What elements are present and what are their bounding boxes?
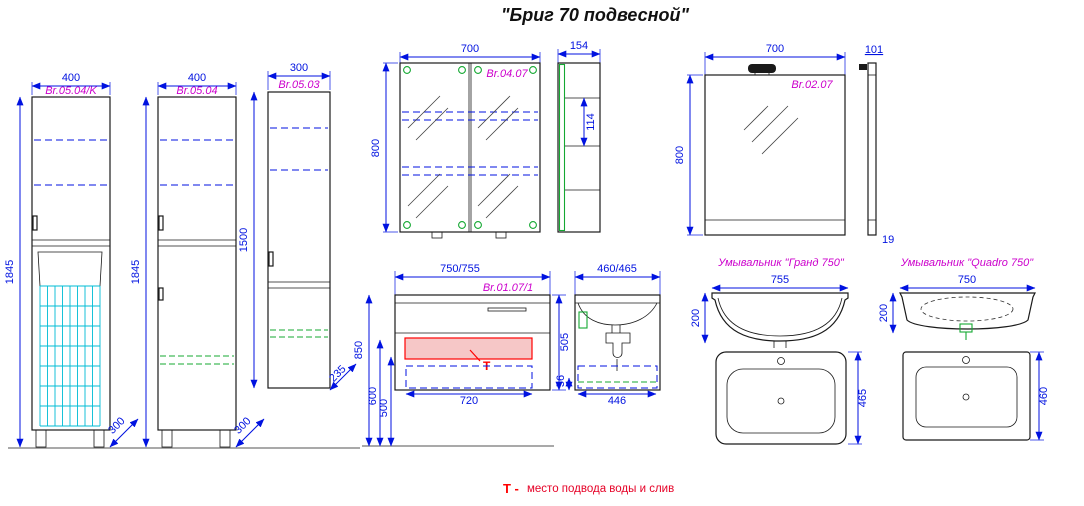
mirror-side: 101 19 bbox=[859, 44, 894, 246]
cab1-width-dim: 400 bbox=[62, 72, 80, 84]
faucet-hole bbox=[962, 356, 970, 364]
mirror-cabinet-label: Br.04.07 bbox=[486, 68, 528, 80]
basin-profile bbox=[577, 302, 658, 326]
vanity-handle bbox=[487, 307, 527, 312]
mirror-cabinet-foot-right bbox=[495, 231, 507, 239]
mirror-width-dim: 700 bbox=[766, 43, 784, 55]
sink-quadro-width-dim: 750 bbox=[958, 274, 976, 286]
sink-grand-height-dim: 200 bbox=[690, 309, 702, 327]
legend: Т - место подвода воды и слив bbox=[503, 481, 674, 496]
mirror-cabinet-side-width-dim: 154 bbox=[570, 40, 588, 52]
cab3-width-dim: 300 bbox=[290, 62, 308, 74]
cab1-leg-right bbox=[93, 429, 105, 448]
cab1-depth-dim: 300 bbox=[106, 415, 127, 436]
vanity-side-56-dim: 56 bbox=[555, 375, 567, 387]
drain-hole bbox=[962, 393, 970, 401]
hinge-dots bbox=[403, 66, 537, 229]
legend-text: место подвода воды и слив bbox=[527, 483, 674, 495]
sink-quadro: Умывальник "Quadro 750" 750 200 460 bbox=[878, 257, 1050, 441]
quadro-drain-fitting bbox=[959, 323, 973, 333]
siphon bbox=[605, 332, 631, 371]
cab3-height-dim: 1500 bbox=[238, 228, 250, 252]
vanity-inner-width-dim: 720 bbox=[460, 395, 478, 407]
cab2-leg-right bbox=[219, 429, 231, 448]
side-door-panel bbox=[558, 63, 566, 232]
sink-grand-width-dim: 755 bbox=[771, 274, 789, 286]
cab1-label: Br.05.04/K bbox=[45, 85, 97, 97]
water-supply-zone bbox=[404, 337, 533, 360]
vanity-width-dim: 750/755 bbox=[440, 263, 480, 275]
cab3-handle bbox=[268, 251, 274, 267]
vanity-500-dim: 500 bbox=[378, 399, 390, 417]
mirror-cabinet-width-dim: 700 bbox=[461, 43, 479, 55]
sink-quadro-topview bbox=[902, 351, 1031, 441]
mirror-lamp bbox=[748, 64, 776, 75]
cabinet-br-05-03: 300 Br.05.03 1500 235 bbox=[238, 62, 357, 391]
sink-quadro-profile bbox=[899, 292, 1036, 330]
sink-quadro-title: Умывальник "Quadro 750" bbox=[900, 257, 1034, 269]
mirror-cabinet-side: 154 114 bbox=[557, 40, 601, 233]
sink-grand-depth-dim: 465 bbox=[857, 389, 869, 407]
sink-grand-profile bbox=[711, 292, 849, 342]
cab2-height-dim: 1845 bbox=[130, 260, 142, 284]
sink-quadro-height-dim: 200 bbox=[878, 304, 890, 322]
vanity-height-dim: 505 bbox=[559, 333, 571, 351]
cab1-leg-left bbox=[35, 429, 47, 448]
mirror-cabinet-shelf-gap-dim: 114 bbox=[585, 113, 597, 131]
cab2-leg-left bbox=[161, 429, 173, 448]
faucet-hole bbox=[777, 357, 785, 365]
cab2-depth-dim: 300 bbox=[232, 415, 253, 436]
sink-grand: Умывальник "Гранд 750" 755 200 465 bbox=[690, 257, 869, 445]
mirror-front: 700 Br.02.07 800 bbox=[674, 43, 846, 236]
vanity-side-width-dim: 460/465 bbox=[597, 263, 637, 275]
vanity-600-dim: 600 bbox=[367, 387, 379, 405]
vanity-front: 750/755 Br.01.07/1 Т 720 505 850 600 500 bbox=[353, 263, 571, 447]
cab1-handle bbox=[32, 215, 38, 231]
mirror-label: Br.02.07 bbox=[791, 79, 833, 91]
vanity-side-bottom-dim: 446 bbox=[608, 395, 626, 407]
ground-line bbox=[8, 445, 554, 449]
mirror-cabinet-front: 700 Br.04.07 800 bbox=[370, 43, 541, 239]
mirror-bottom-gap-dim: 19 bbox=[882, 234, 894, 246]
mirror-hatching bbox=[407, 95, 519, 219]
vanity-side: 460/465 56 446 bbox=[555, 263, 661, 407]
cab2-handle-upper bbox=[158, 215, 164, 231]
mirror-cabinet-height-dim: 800 bbox=[370, 139, 382, 157]
cab2-width-dim: 400 bbox=[188, 72, 206, 84]
mirror-lamp-side bbox=[859, 64, 867, 70]
cabinet-br-05-04k: 400 Br.05.04/K 1845 300 bbox=[4, 72, 139, 448]
drain-hole bbox=[777, 397, 785, 405]
sink-grand-topview bbox=[715, 351, 847, 445]
cab3-label: Br.05.03 bbox=[278, 79, 320, 91]
cab1-height-dim: 1845 bbox=[4, 260, 16, 284]
page-title: "Бриг 70 подвесной" bbox=[501, 5, 690, 25]
sink-quadro-depth-dim: 460 bbox=[1038, 387, 1050, 405]
cab2-handle-lower bbox=[158, 287, 164, 301]
sink-grand-title: Умывальник "Гранд 750" bbox=[717, 257, 845, 269]
mirror-side-depth-dim: 101 bbox=[865, 44, 883, 56]
legend-marker: Т - bbox=[503, 481, 519, 496]
mirror-height-dim: 800 bbox=[674, 146, 686, 164]
cabinet-br-05-04: 400 Br.05.04 1845 300 bbox=[130, 72, 265, 448]
vanity-label: Br.01.07/1 bbox=[483, 282, 533, 294]
mirror-glass-hatching bbox=[743, 105, 799, 155]
mount-bracket bbox=[578, 311, 588, 329]
vanity-mount-height-dim: 850 bbox=[353, 341, 365, 359]
vanity-hidden-zone bbox=[405, 365, 533, 389]
vanity-side-hidden-zone bbox=[577, 365, 658, 389]
mirror-cabinet-foot-left bbox=[431, 231, 443, 239]
laundry-basket bbox=[37, 251, 103, 427]
cab2-label: Br.05.04 bbox=[176, 85, 217, 97]
